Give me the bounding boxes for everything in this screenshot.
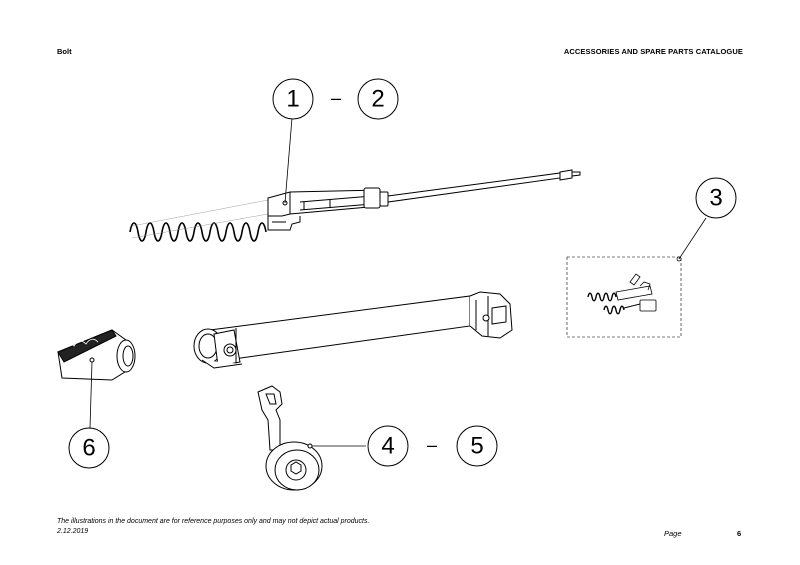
callout-5-label: 5: [470, 433, 483, 460]
firing-pin-assembly: [129, 169, 581, 242]
bolt-shroud: 6: [57, 329, 136, 469]
callout-2-circle: [357, 78, 399, 120]
catalogue-title: ACCESSORIES AND SPARE PARTS CATALOGUE: [563, 47, 743, 56]
callout-1-2-dash: –: [331, 88, 341, 108]
page-label: Page: [664, 529, 682, 538]
small-parts-kit: 3: [566, 177, 737, 338]
callout-4-5: 4 – 5: [367, 425, 498, 467]
callout-5-circle: [456, 425, 498, 467]
callout-1-label: 1: [286, 86, 299, 113]
document-date: 2.12.2019: [57, 528, 89, 535]
bolt-body: [193, 291, 513, 369]
spring-coils: [129, 222, 267, 242]
callout-6-label: 6: [82, 435, 95, 462]
callout-4-5-dash: –: [427, 435, 437, 455]
page-number: 6: [737, 529, 742, 538]
bolt-handle: [257, 385, 366, 491]
callout-3-label: 3: [709, 185, 722, 212]
callout-1-2: 1 – 2: [272, 78, 399, 204]
callout-3-circle: [695, 177, 737, 219]
section-title: Bolt: [57, 47, 72, 56]
callout-6-circle: [68, 427, 110, 469]
callout-1-circle: [272, 78, 314, 120]
disclaimer-text: The illustrations in the document are fo…: [57, 518, 370, 525]
callout-2-label: 2: [371, 86, 384, 113]
callout-4-label: 4: [381, 433, 394, 460]
callout-4-circle: [367, 425, 409, 467]
